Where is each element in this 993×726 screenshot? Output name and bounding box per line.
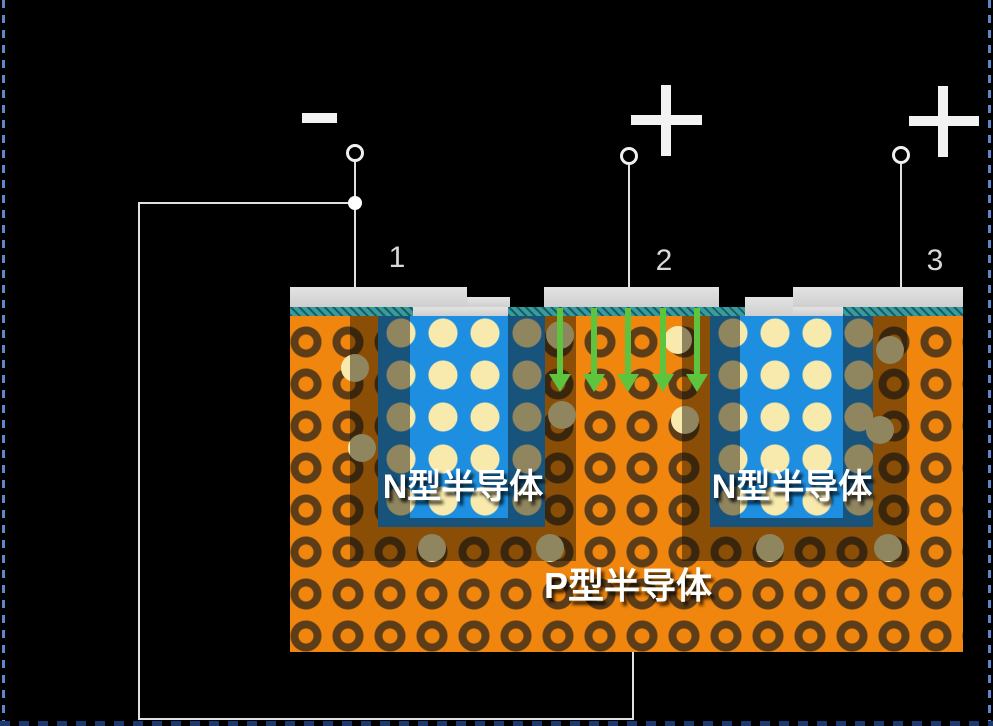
carrier-dot bbox=[548, 401, 576, 429]
down-arrow-icon bbox=[652, 308, 674, 392]
wire-terminal2-down bbox=[628, 165, 630, 288]
carrier-dot bbox=[664, 326, 692, 354]
carrier-dot bbox=[866, 416, 894, 444]
carrier-dot bbox=[671, 406, 699, 434]
terminal-3-circle bbox=[892, 146, 910, 164]
wire-bottom-horizontal bbox=[138, 718, 634, 720]
label-n-well-right: N型半导体 bbox=[711, 468, 873, 506]
minus-icon bbox=[302, 113, 337, 123]
wire-junction-dot bbox=[348, 196, 362, 210]
electrode-1-step bbox=[467, 297, 510, 307]
label-n-well-left: N型半导体 bbox=[382, 468, 544, 506]
terminal-number-3: 3 bbox=[926, 244, 944, 277]
carrier-dot bbox=[756, 534, 784, 562]
down-arrow-icon bbox=[583, 308, 605, 392]
n-well-left-region bbox=[378, 316, 545, 527]
down-arrow-icon bbox=[549, 308, 571, 392]
carrier-dot bbox=[348, 434, 376, 462]
electrode-2-gate bbox=[544, 287, 719, 307]
carrier-dot bbox=[341, 354, 369, 382]
n-well-right-region bbox=[710, 316, 873, 527]
wire-substrate-riser bbox=[632, 652, 634, 720]
terminal-1-circle bbox=[346, 144, 364, 162]
carrier-dot bbox=[876, 336, 904, 364]
dashed-border-bottom bbox=[0, 721, 993, 726]
dashed-border-right bbox=[988, 0, 991, 726]
wire-branch-left bbox=[139, 202, 355, 204]
terminal-2-circle bbox=[620, 147, 638, 165]
electrode-3-step bbox=[745, 297, 793, 316]
electrode-1-contact bbox=[413, 307, 508, 316]
label-p-substrate: P型半导体 bbox=[543, 565, 712, 606]
oxide-layer-segment bbox=[843, 307, 963, 316]
electrode-1 bbox=[290, 287, 467, 307]
terminal-number-1: 1 bbox=[388, 241, 406, 274]
dashed-border-left bbox=[2, 0, 5, 726]
wire-terminal1-down bbox=[354, 162, 356, 288]
wire-left-vertical bbox=[138, 202, 140, 720]
down-arrow-icon bbox=[617, 308, 639, 392]
carrier-dot bbox=[536, 534, 564, 562]
wire-terminal3-down bbox=[900, 164, 902, 288]
electrode-3 bbox=[793, 287, 963, 307]
depletion-region-right bbox=[682, 307, 907, 561]
electrode-3-contact bbox=[793, 307, 843, 316]
carrier-dot bbox=[418, 534, 446, 562]
plus-icon bbox=[938, 86, 948, 157]
plus-icon bbox=[661, 85, 671, 156]
down-arrow-icon bbox=[686, 308, 708, 392]
depletion-region-left bbox=[350, 307, 576, 561]
terminal-number-2: 2 bbox=[655, 244, 673, 277]
carrier-dot bbox=[874, 534, 902, 562]
oxide-layer-segment bbox=[290, 307, 413, 316]
